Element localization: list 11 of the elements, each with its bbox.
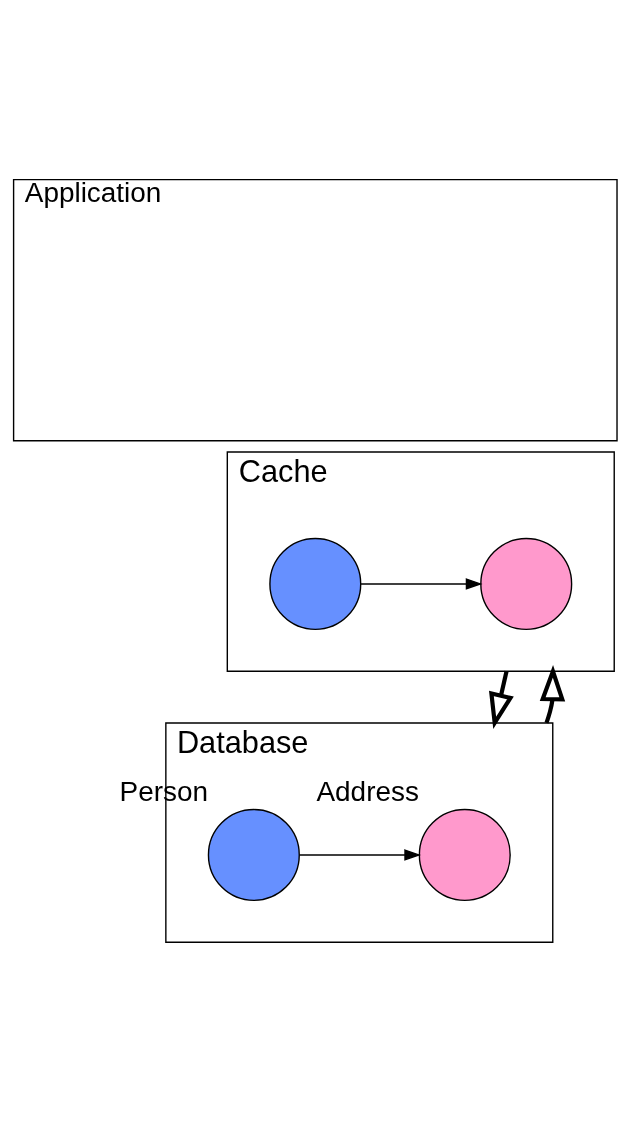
- arrow: [360, 577, 483, 590]
- arrow: [539, 664, 566, 724]
- node-circle: [418, 808, 511, 901]
- node-box: Application: [12, 178, 618, 441]
- node-label: Address: [316, 775, 419, 807]
- node-circle: [269, 537, 362, 630]
- arrow: [298, 848, 422, 861]
- node-circle: [207, 808, 300, 901]
- arrow: [489, 670, 514, 729]
- cluster: Cache: [226, 450, 615, 672]
- node-circle: [480, 537, 573, 630]
